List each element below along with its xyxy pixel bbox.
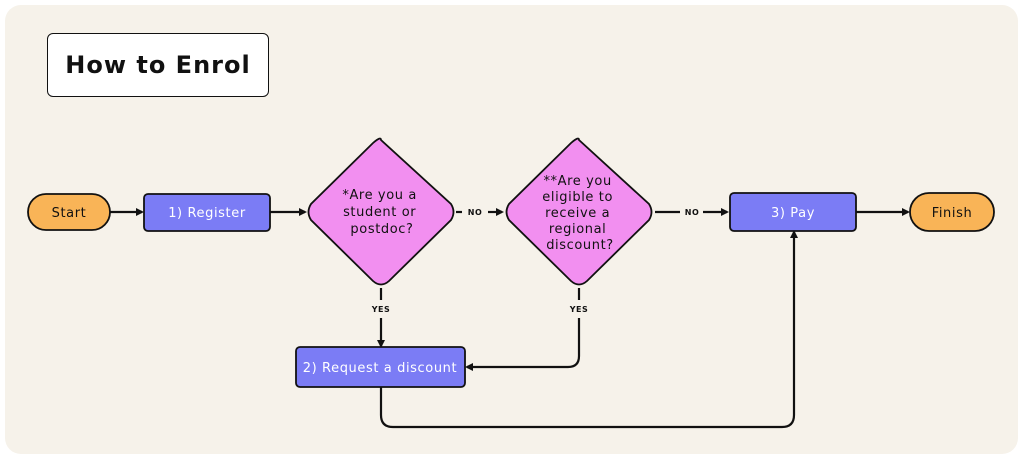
student-question-line-2: student or (343, 205, 416, 220)
pay-node: 3) Pay (729, 192, 857, 232)
student-question-line-3: postdoc? (350, 222, 413, 237)
request-discount-label: 2) Request a discount (303, 361, 457, 376)
label-regional-no: NO (685, 208, 700, 217)
register-label: 1) Register (168, 206, 246, 221)
label-student-no: NO (468, 208, 483, 217)
finish-node: Finish (909, 192, 995, 232)
regional-question-line-5: discount? (546, 238, 614, 253)
edge-request-pay (379, 230, 798, 429)
regional-question-line-1: **Are you (543, 174, 611, 189)
regional-question-line-2: eligible to (542, 190, 613, 205)
edge-q-regional-yes-b (465, 318, 581, 371)
start-label: Start (52, 206, 87, 221)
title-box: How to Enrol (47, 33, 269, 97)
svg-text:**Are you eligible to: **Are you eligible to receive a regional… (542, 174, 617, 253)
student-decision-node: *Are you a student or postdoc? (307, 137, 455, 286)
regional-question-line-4: regional (549, 222, 607, 237)
svg-text:*Are you a student or: *Are you a student or postdoc? (342, 188, 421, 237)
student-question-line-1: *Are you a (342, 188, 417, 203)
pay-label: 3) Pay (771, 206, 815, 221)
finish-label: Finish (932, 206, 973, 221)
regional-decision-node: **Are you eligible to receive a regional… (505, 137, 653, 286)
diagram-title: How to Enrol (65, 51, 251, 79)
regional-question-line-3: receive a (545, 206, 610, 221)
label-regional-yes: YES (569, 305, 589, 314)
request-discount-node: 2) Request a discount (295, 346, 466, 388)
start-node: Start (27, 193, 111, 231)
register-node: 1) Register (143, 193, 271, 232)
label-student-yes: YES (371, 305, 391, 314)
